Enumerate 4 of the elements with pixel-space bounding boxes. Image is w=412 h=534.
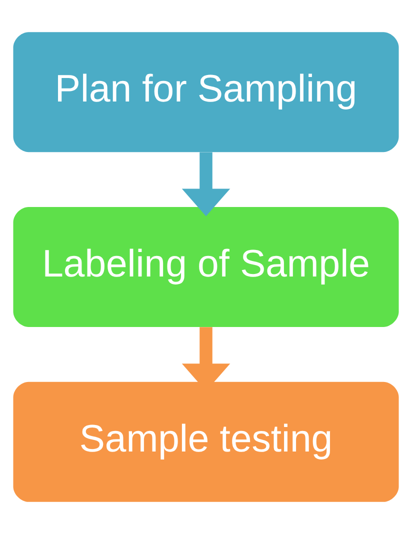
node-box: Labeling of Sample <box>13 207 399 327</box>
node-box: Plan for Sampling <box>13 32 399 152</box>
node-box: Sample testing <box>13 382 399 502</box>
arrow <box>182 152 230 216</box>
